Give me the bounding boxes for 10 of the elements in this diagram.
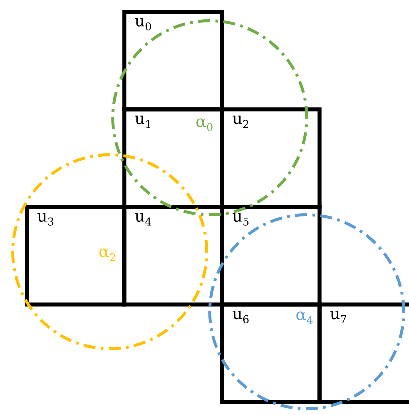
circle-label: α$_{4}$ <box>296 312 313 324</box>
grid-cell: u$_{0}$ <box>122 10 224 112</box>
dash-dot-circle <box>12 154 208 350</box>
circle-label: α$_{0}$ <box>196 118 213 132</box>
grid-cell: u$_{4}$ <box>122 205 224 307</box>
grid-cell: u$_{2}$ <box>220 108 322 210</box>
circle-label: α$_{2}$ <box>100 248 116 262</box>
grid-cell: u$_{5}$ <box>220 205 322 307</box>
dash-dot-circle <box>208 214 406 410</box>
grid-cell: u$_{7}$ <box>318 302 409 404</box>
